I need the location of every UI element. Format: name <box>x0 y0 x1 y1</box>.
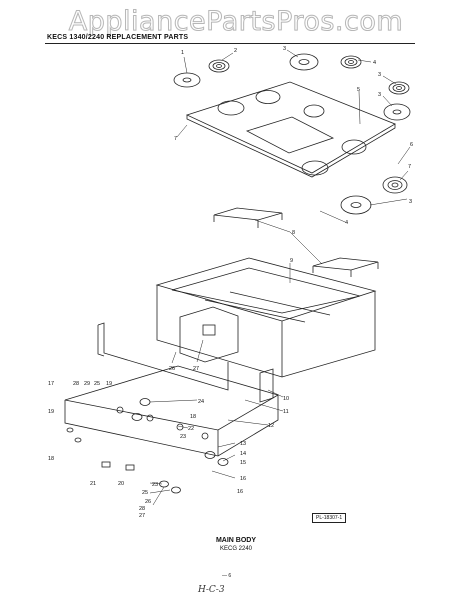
page-header-title: KECS 1340/2240 REPLACEMENT PARTS <box>47 34 189 41</box>
plate-label: PL-18307-1 <box>312 513 347 523</box>
callout-number: 23 <box>180 434 186 440</box>
callout-number: 3 <box>283 46 286 52</box>
receptacle-bracket <box>312 257 379 277</box>
surface-element <box>382 176 408 194</box>
callout-number: 9 <box>290 258 293 264</box>
control-knob <box>131 413 143 421</box>
callout-number: 4 <box>345 220 348 226</box>
surface-element <box>208 59 230 73</box>
switch <box>101 461 135 471</box>
callout-number: 24 <box>198 399 204 405</box>
drip-bowl <box>383 103 411 121</box>
callout-number: 26 <box>169 366 175 372</box>
callout-number: 27 <box>193 366 199 372</box>
callout-number: 4 <box>373 60 376 66</box>
callout-number: 15 <box>240 460 246 466</box>
control-knob <box>217 458 229 466</box>
callout-number: 8 <box>292 230 295 236</box>
indicator-lamp <box>66 427 82 443</box>
control-knob <box>204 451 216 459</box>
main-body-pan <box>155 257 377 378</box>
callout-number: 29 <box>84 381 90 387</box>
callout-number: 3 <box>409 199 412 205</box>
callout-number: 16 <box>240 476 246 482</box>
callout-number: 7 <box>408 164 411 170</box>
callout-number: 6 <box>410 142 413 148</box>
callout-number: 19 <box>106 381 112 387</box>
watermark: AppliancePartsPros.com <box>68 6 404 38</box>
callout-number: 22 <box>188 426 194 432</box>
handwritten-signature: H-C-3 <box>198 585 225 595</box>
header-rule <box>45 43 415 44</box>
callout-number: 18 <box>190 414 196 420</box>
callout-number: 25 <box>94 381 100 387</box>
control-knob <box>139 398 151 406</box>
drip-bowl <box>173 72 201 88</box>
cooktop-main-top <box>185 81 396 178</box>
receptacle-bracket <box>213 207 283 228</box>
callout-number: 7 <box>174 136 177 142</box>
callout-number: 20 <box>118 481 124 487</box>
surface-element <box>340 55 362 69</box>
callout-number: 12 <box>268 423 274 429</box>
drip-bowl <box>289 53 319 71</box>
callout-number: 23 <box>152 482 158 488</box>
callout-number: 25 <box>142 490 148 496</box>
diagram-caption-title: MAIN BODY <box>215 537 257 544</box>
callout-number: 3 <box>378 92 381 98</box>
callout-number: 11 <box>283 409 289 415</box>
callout-number: 2 <box>234 48 237 54</box>
callout-number: 1 <box>181 50 184 56</box>
callout-number: 5 <box>357 87 360 93</box>
callout-number: 17 <box>48 381 54 387</box>
callout-number: 13 <box>240 441 246 447</box>
control-knob <box>171 486 181 494</box>
callout-number: 26 <box>145 499 151 505</box>
terminal-block-bracket <box>179 306 239 363</box>
surface-element <box>388 81 410 95</box>
callout-number: 19 <box>48 409 54 415</box>
callout-number: 27 <box>139 513 145 519</box>
callout-number: 3 <box>378 72 381 78</box>
callout-number: 16 <box>237 489 243 495</box>
callout-number: 10 <box>283 396 289 402</box>
callout-number: 14 <box>240 451 246 457</box>
page-number: — 6 <box>222 573 232 579</box>
diagram-caption-model: KECG 2240 <box>219 546 253 552</box>
callout-number: 28 <box>139 506 145 512</box>
control-panel <box>64 365 280 457</box>
side-panel <box>97 322 229 391</box>
callout-number: 21 <box>90 481 96 487</box>
drip-bowl <box>340 195 372 215</box>
callout-number: 28 <box>73 381 79 387</box>
callout-number: 18 <box>48 456 54 462</box>
